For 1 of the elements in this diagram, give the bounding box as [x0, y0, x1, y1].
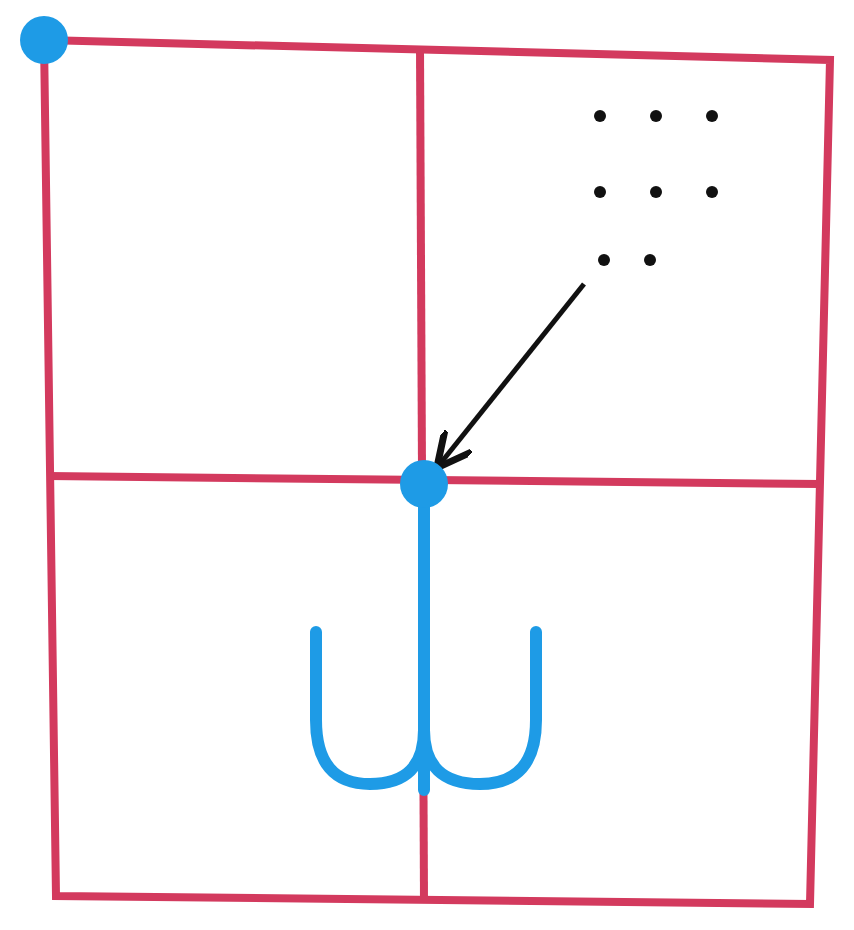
- arrow: [433, 282, 586, 472]
